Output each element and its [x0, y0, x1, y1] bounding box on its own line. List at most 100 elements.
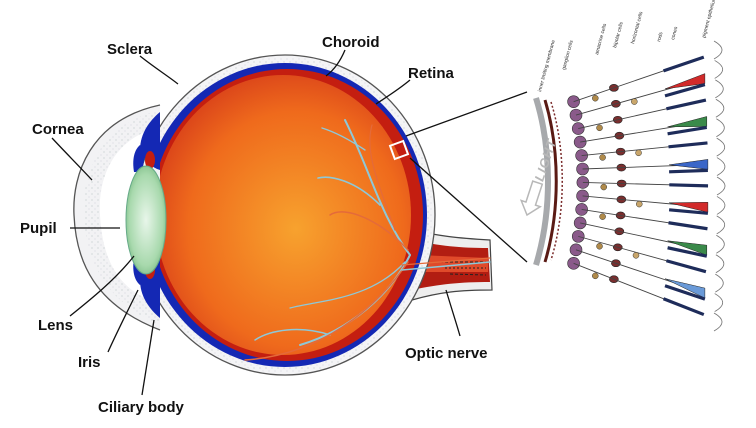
- epithelium-cell: [716, 118, 725, 138]
- cell-fiber: [580, 124, 683, 143]
- rod-cell: [667, 246, 708, 258]
- amacrine-cell: [599, 213, 606, 220]
- epithelium-cell: [714, 293, 724, 312]
- epithelium-cell: [715, 98, 725, 118]
- retina-cell-inset: inner limiting membrane ganglion cells ama…: [519, 0, 738, 332]
- epithelium-cell: [715, 254, 725, 274]
- cone-cell: [664, 278, 706, 299]
- retina-cell-column: [576, 176, 709, 191]
- label-optic-nerve: Optic nerve: [405, 345, 488, 362]
- retina-cell-column: [569, 243, 706, 301]
- epithelium-cell: [716, 234, 725, 254]
- cell-fiber: [575, 249, 681, 286]
- cell-fiber: [573, 262, 680, 306]
- amacrine-cell: [596, 124, 603, 132]
- leader-optic-nerve: [445, 289, 461, 337]
- retina-cell-column: [575, 141, 708, 162]
- epithelium-cell: [716, 176, 726, 196]
- rod-cell: [662, 55, 705, 73]
- light-arrow-icon: [519, 180, 544, 217]
- rod-cell: [665, 259, 707, 274]
- eyeball: [73, 54, 493, 376]
- leader-ciliary-body: [141, 319, 155, 396]
- cone-cell: [664, 73, 706, 90]
- retina-cell-column: [573, 116, 708, 149]
- amacrine-cell: [592, 272, 599, 280]
- cell-fiber: [582, 164, 685, 170]
- cell-fiber: [582, 195, 685, 206]
- inset-layer-label: rods: [656, 31, 664, 42]
- amacrine-cell: [599, 154, 606, 161]
- retina-cell-column: [576, 159, 709, 176]
- label-choroid: Choroid: [322, 34, 380, 51]
- inset-layer-label: amacrine cells: [594, 23, 608, 56]
- horizontal-cell: [631, 98, 638, 105]
- leader-cornea: [51, 137, 93, 181]
- amacrine-cell: [600, 183, 607, 191]
- inset-layer-label: bipolar cells: [612, 21, 625, 49]
- vitreous-body: [155, 75, 411, 355]
- inset-layer-label: ganglion cells: [561, 39, 575, 70]
- rod-cell: [669, 168, 708, 174]
- horizontal-cell: [636, 200, 643, 208]
- epithelium-cell: [716, 196, 726, 215]
- inset-layer-label: inner limiting membrane: [537, 39, 557, 92]
- retina-cell-column: [571, 230, 707, 274]
- leader-lines: [51, 49, 461, 396]
- cell-fiber: [581, 144, 684, 156]
- epithelium-cell: [716, 137, 726, 157]
- leader-lens: [69, 255, 135, 317]
- rod-cell: [668, 141, 708, 149]
- cell-fiber: [580, 222, 683, 246]
- cone-cell: [669, 202, 709, 213]
- cell-fiber: [578, 235, 682, 266]
- inset-layer-label: pigment epithelium: [701, 0, 718, 39]
- rod-cell: [668, 208, 709, 215]
- leader-retina: [375, 79, 411, 105]
- epithelium-cell: [713, 40, 723, 60]
- retina-cell-column: [575, 203, 708, 231]
- inset-layer-label: cones: [670, 26, 679, 41]
- retina-cell-column: [576, 189, 709, 215]
- retinal-vessels: [244, 119, 491, 361]
- retina-cell-column: [569, 73, 706, 122]
- retina-inset-marker: [388, 139, 410, 161]
- cone-cell: [667, 116, 708, 128]
- rod-cell: [666, 98, 707, 111]
- label-iris: Iris: [78, 354, 101, 371]
- cone-cell: [669, 159, 709, 170]
- epithelium-cell: [716, 157, 726, 176]
- epithelium-cell: [716, 215, 726, 235]
- inner-limiting-membrane: [533, 97, 551, 266]
- zoom-lines: [405, 91, 528, 263]
- cone-cell: [667, 240, 708, 256]
- labels: Sclera Choroid Retina Cornea Pupil Lens …: [20, 34, 488, 416]
- amacrine-cell: [596, 243, 603, 250]
- inset-layer-label: horizontal cells: [630, 11, 644, 45]
- cell-fiber: [581, 208, 684, 226]
- rod-cell: [669, 183, 709, 188]
- epithelium-cell: [713, 312, 723, 332]
- epithelium-cell: [715, 273, 724, 293]
- label-lens: Lens: [38, 317, 73, 334]
- retina-cells: [567, 55, 709, 317]
- label-pupil: Pupil: [20, 220, 57, 237]
- label-sclera: Sclera: [107, 41, 153, 58]
- rod-cell: [668, 221, 708, 231]
- rod-cell: [662, 297, 705, 317]
- epithelium-cell: [715, 79, 724, 99]
- cell-fiber: [573, 65, 680, 103]
- label-ciliary-body: Ciliary body: [98, 399, 185, 416]
- optic-nerve-fibers: [440, 261, 487, 276]
- epithelium-cell: [714, 60, 724, 79]
- cell-fiber: [578, 105, 682, 130]
- leader-choroid: [325, 49, 346, 77]
- retina-cell-column: [567, 257, 705, 317]
- horizontal-cell: [635, 149, 642, 157]
- rod-cell: [664, 83, 706, 98]
- rod-cell: [667, 125, 708, 136]
- pigment-epithelium: [713, 40, 726, 332]
- rod-cell: [664, 284, 706, 301]
- cell-fiber: [575, 85, 681, 116]
